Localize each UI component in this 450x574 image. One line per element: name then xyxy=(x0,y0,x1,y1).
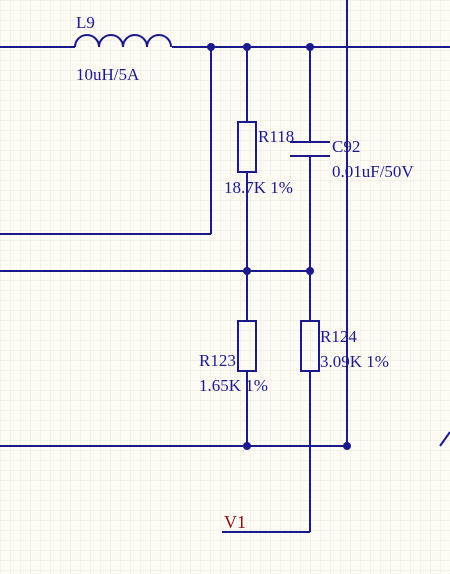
capacitor-c92[interactable] xyxy=(290,141,330,157)
inductor-l9[interactable] xyxy=(74,34,172,48)
inductor-coil xyxy=(74,34,172,48)
r124-value: 3.09K 1% xyxy=(320,352,389,371)
resistor-r118[interactable] xyxy=(237,121,257,173)
l9-designator: L9 xyxy=(76,13,95,32)
junction-dot xyxy=(243,267,251,275)
c92-designator: C92 xyxy=(332,137,360,156)
junction-dot xyxy=(306,43,314,51)
wire-offscreen-right xyxy=(439,431,450,447)
junction-dot xyxy=(243,442,251,450)
junction-dot xyxy=(343,442,351,450)
junction-dot xyxy=(207,43,215,51)
r118-value: 18.7K 1% xyxy=(224,178,293,197)
l9-value: 10uH/5A xyxy=(76,65,140,84)
r123-designator: R123 xyxy=(199,351,236,370)
r118-designator: R118 xyxy=(258,127,294,146)
c92-value: 0.01uF/50V xyxy=(332,162,414,181)
resistor-r124[interactable] xyxy=(300,320,320,372)
r123-value: 1.65K 1% xyxy=(199,376,268,395)
junction-dot xyxy=(243,43,251,51)
net-label-v1[interactable]: V1 xyxy=(224,512,246,532)
resistor-r123[interactable] xyxy=(237,320,257,372)
r124-designator: R124 xyxy=(320,327,357,346)
wires xyxy=(0,0,450,533)
junction-dot xyxy=(306,267,314,275)
junctions xyxy=(207,43,351,450)
